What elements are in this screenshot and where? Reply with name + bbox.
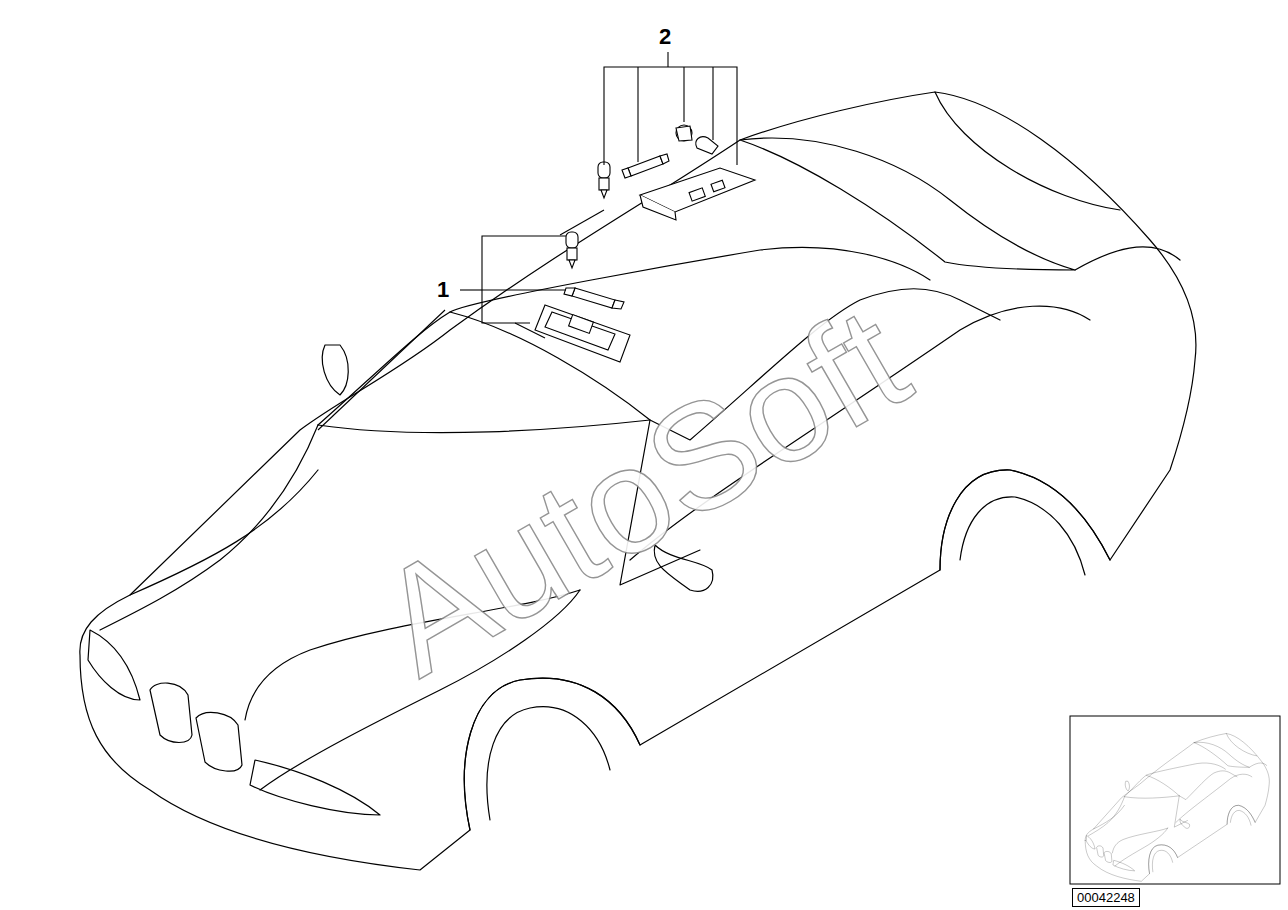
diagram-id: 00042248	[1073, 889, 1139, 906]
thumbnail-frame	[1070, 716, 1280, 884]
reading-lamp	[598, 125, 755, 220]
watermark: AutoSoft	[350, 272, 935, 710]
interior-lamp	[535, 232, 630, 362]
diagram-id-box: 00042248	[1072, 888, 1140, 907]
callout-number: 2	[659, 24, 671, 50]
callout-number: 1	[437, 277, 449, 303]
thumbnail-car	[1085, 733, 1269, 881]
